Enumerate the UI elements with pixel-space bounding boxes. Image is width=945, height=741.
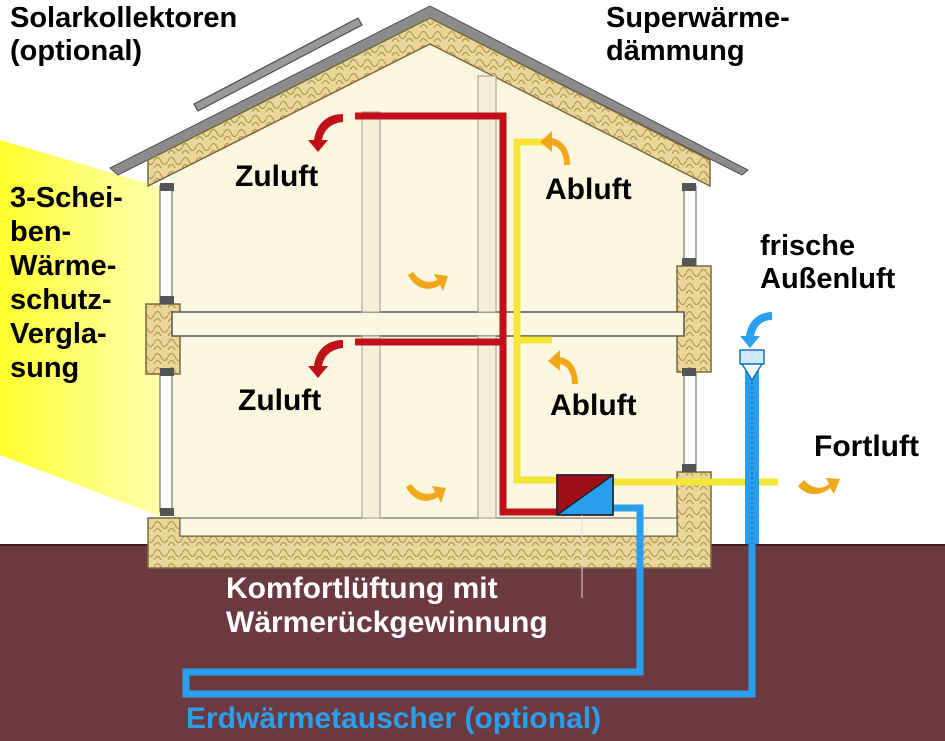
partition-upper-right <box>477 75 497 313</box>
wall-connectors <box>160 183 696 516</box>
partition-lower-right <box>477 335 497 519</box>
curved-arrow-icon <box>308 340 343 378</box>
supply-duct <box>355 112 558 516</box>
fresh-air-arrow <box>740 312 772 348</box>
glazing-label: 3-Schei- ben- Wärme- schutz- Vergla- sun… <box>10 182 123 386</box>
insulation-label-line1: Superwärme- <box>606 2 790 34</box>
outgoing-air-label: Fortluft <box>814 430 919 463</box>
glazing-label-line: ben- <box>10 215 72 248</box>
curved-arrow-icon <box>308 114 343 152</box>
roof-insulation <box>147 17 711 188</box>
roof-cover <box>109 5 749 176</box>
curved-arrow-icon <box>798 478 840 495</box>
ground <box>0 545 945 741</box>
house-interior <box>170 42 690 520</box>
fresh-air-inlet-cap <box>740 363 764 382</box>
ground-heat-exchanger-label: Erdwärmetauscher (optional) <box>186 702 602 735</box>
ground-heat-exchanger-pipe <box>182 504 756 698</box>
ventilation-label: Komfortlüftung mit Wärmerückgewinnung <box>226 572 548 640</box>
sunlight-beam <box>0 140 170 520</box>
fresh-air-label: frische Außenluft <box>760 230 895 296</box>
glazing-label-line: schutz- <box>10 283 112 316</box>
partition-upper-left <box>361 111 381 313</box>
partition-lower-left <box>361 335 381 519</box>
insulation-label-line2: dämmung <box>606 34 745 67</box>
supply-air-label-lower: Zuluft <box>238 384 322 417</box>
exhaust-air-label-lower: Abluft <box>550 389 637 422</box>
insulation-label: Superwärme- dämmung <box>606 2 790 68</box>
glazing-label-line: sung <box>10 351 80 384</box>
supply-flow-arrows <box>308 114 343 378</box>
glazing-label-line: 3-Schei- <box>10 182 123 214</box>
room-flow-arrows <box>406 272 840 503</box>
ground-floor <box>179 517 678 537</box>
floor-slab <box>171 311 685 337</box>
solar-collector-label-line1: Solarkollektoren <box>10 2 238 34</box>
exhaust-air-label-upper: Abluft <box>545 173 632 206</box>
heat-exchanger-icon <box>556 474 614 516</box>
fresh-air-label-line1: frische <box>760 230 856 262</box>
supply-air-label-upper: Zuluft <box>235 160 319 193</box>
window-left-lower <box>159 371 173 513</box>
glazing-label-line: Vergla- <box>10 317 107 350</box>
window-right-lower <box>683 371 697 473</box>
exhaust-flow-arrows <box>540 131 578 384</box>
ventilation-label-line2: Wärmerückgewinnung <box>226 605 548 639</box>
exhaust-duct <box>513 138 558 484</box>
curved-arrow-icon <box>740 312 772 348</box>
glazing-label-line: Wärme- <box>10 249 117 282</box>
solar-collector <box>193 17 363 112</box>
solar-collector-label: Solarkollektoren (optional) <box>10 2 237 68</box>
window-right-upper <box>683 185 697 267</box>
curved-arrow-icon <box>548 350 578 384</box>
curved-arrow-icon <box>406 484 446 503</box>
solar-collector-label-line2: (optional) <box>10 34 143 67</box>
fresh-air-label-line2: Außenluft <box>760 262 896 295</box>
window-left-upper <box>159 185 173 305</box>
curved-arrow-icon <box>408 272 448 291</box>
ventilation-label-line1: Komfortlüftung mit <box>226 572 498 605</box>
fresh-air-inlet <box>739 349 765 365</box>
curved-arrow-icon <box>540 131 570 165</box>
